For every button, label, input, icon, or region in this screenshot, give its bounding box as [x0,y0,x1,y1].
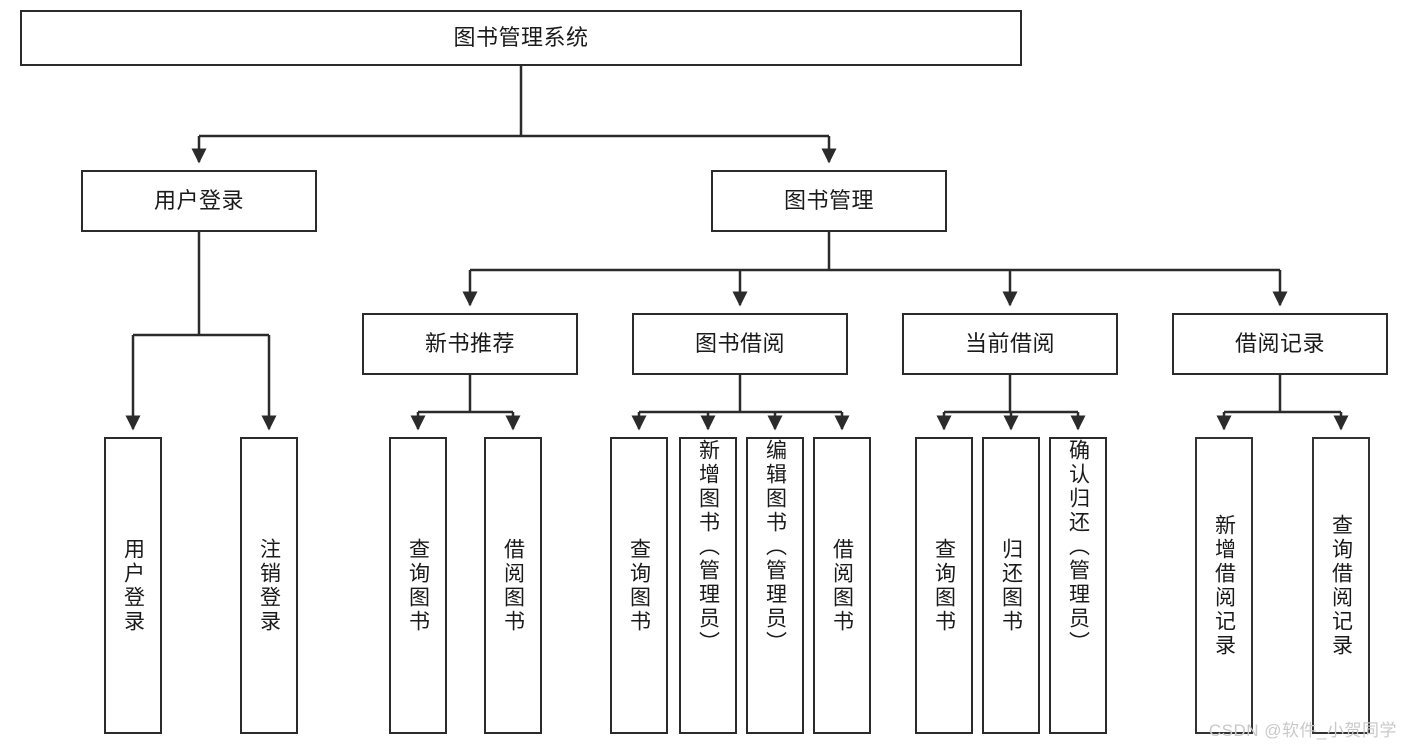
leaf-query-record[interactable]: 查询借阅记录 [1312,437,1370,734]
node-book-borrow[interactable]: 图书借阅 [632,313,848,375]
leaf-return-book[interactable]: 归还图书 [982,437,1040,734]
leaf-confirm-return-label: 确认归还（管理员） [1066,439,1090,655]
leaf-add-book[interactable]: 新增图书（管理员） [679,437,737,734]
node-new-book-recommend[interactable]: 新书推荐 [362,313,578,375]
leaf-borrow-book-2-label: 借阅图书 [830,537,854,634]
leaf-query-book-3-label: 查询图书 [932,537,956,634]
leaf-confirm-return[interactable]: 确认归还（管理员） [1049,437,1107,734]
leaf-query-book-2-label: 查询图书 [627,537,651,634]
leaf-borrow-book-2[interactable]: 借阅图书 [813,437,871,734]
leaf-edit-book[interactable]: 编辑图书（管理员） [746,437,804,734]
node-borrow-record[interactable]: 借阅记录 [1172,313,1388,375]
node-user-login-label: 用户登录 [153,187,244,213]
node-borrow-record-label: 借阅记录 [1234,330,1325,356]
node-new-book-recommend-label: 新书推荐 [424,330,515,356]
leaf-add-record[interactable]: 新增借阅记录 [1195,437,1253,734]
watermark: CSDN @软件_小贺同学 [1208,721,1397,740]
node-current-borrow[interactable]: 当前借阅 [902,313,1118,375]
node-book-manage-label: 图书管理 [783,187,874,213]
leaf-return-book-label: 归还图书 [999,537,1023,634]
node-root[interactable]: 图书管理系统 [20,10,1022,66]
leaf-user-login-label: 用户登录 [121,537,145,634]
leaf-add-record-label: 新增借阅记录 [1212,513,1236,658]
leaf-query-book-2[interactable]: 查询图书 [610,437,668,734]
leaf-user-login[interactable]: 用户登录 [104,437,162,734]
leaf-query-record-label: 查询借阅记录 [1329,513,1353,658]
leaf-query-book-1-label: 查询图书 [406,537,430,634]
node-current-borrow-label: 当前借阅 [964,330,1055,356]
leaf-user-logout[interactable]: 注销登录 [240,437,298,734]
leaf-edit-book-label: 编辑图书（管理员） [763,439,787,655]
leaf-user-logout-label: 注销登录 [257,537,281,634]
leaf-add-book-label: 新增图书（管理员） [696,439,720,655]
leaf-query-book-1[interactable]: 查询图书 [389,437,447,734]
leaf-query-book-3[interactable]: 查询图书 [915,437,973,734]
leaf-borrow-book-1-label: 借阅图书 [501,537,525,634]
leaf-borrow-book-1[interactable]: 借阅图书 [484,437,542,734]
node-root-label: 图书管理系统 [453,24,589,50]
node-user-login[interactable]: 用户登录 [81,170,317,232]
node-book-manage[interactable]: 图书管理 [711,170,947,232]
node-book-borrow-label: 图书借阅 [694,330,785,356]
